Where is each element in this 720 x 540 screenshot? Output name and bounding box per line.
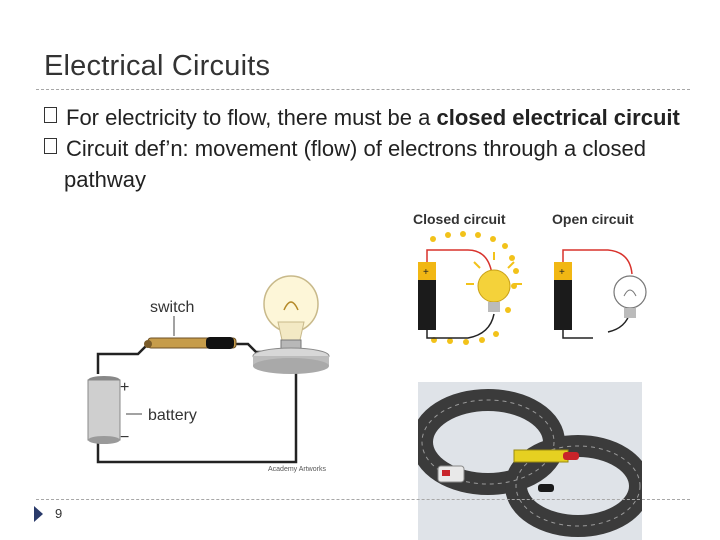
footer-divider bbox=[36, 499, 690, 500]
closed-battery-top bbox=[418, 262, 436, 280]
slide-title: Electrical Circuits bbox=[44, 50, 271, 82]
black-car bbox=[538, 484, 554, 492]
battery-label: battery bbox=[148, 407, 197, 424]
bullet-2: Circuit def’n: movement (flow) of electr… bbox=[44, 133, 684, 195]
bulb-neck bbox=[277, 321, 305, 341]
bullet-list: For electricity to flow, there must be a… bbox=[44, 102, 684, 195]
credit-text: Academy Artworks bbox=[268, 466, 326, 473]
bullet-marker-icon bbox=[44, 107, 57, 123]
open-bulb-glass bbox=[613, 275, 647, 309]
bullet-1-plain: For electricity to flow, there must be a bbox=[66, 105, 437, 130]
open-wire-bottom-broken bbox=[562, 330, 593, 339]
open-battery-plus: + bbox=[559, 267, 565, 278]
switch-label: switch bbox=[150, 299, 194, 316]
open-wire-top bbox=[562, 249, 633, 275]
track-lane-right bbox=[515, 445, 641, 527]
bullet-1-text: For electricity to flow, there must be a… bbox=[66, 105, 680, 130]
battery-bottom bbox=[88, 436, 120, 444]
controller-button bbox=[442, 470, 450, 476]
track-bridge bbox=[513, 449, 569, 463]
bullet-1: For electricity to flow, there must be a… bbox=[44, 102, 684, 133]
page-marker-icon bbox=[34, 506, 43, 522]
closed-battery-plus: + bbox=[423, 267, 429, 278]
race-track-photo bbox=[418, 382, 642, 540]
bullet-1-bold: closed electrical circuit bbox=[436, 105, 680, 130]
closed-circuit-label: Closed circuit bbox=[413, 211, 506, 227]
wire-left-top bbox=[96, 343, 149, 374]
red-car bbox=[563, 452, 579, 460]
electron-flow-arrows bbox=[430, 231, 519, 345]
open-circuit-label: Open circuit bbox=[552, 211, 634, 227]
title-divider bbox=[36, 89, 690, 90]
bulb-filament bbox=[283, 301, 299, 311]
closed-open-circuit-illustration: Closed circuit Open circuit + + bbox=[413, 211, 647, 345]
switch-handle bbox=[206, 337, 234, 349]
battery-minus: − bbox=[120, 429, 129, 446]
closed-wire-top bbox=[426, 249, 493, 275]
bullet-2-text: Circuit def’n: movement (flow) of electr… bbox=[64, 136, 646, 192]
open-battery-top bbox=[554, 262, 572, 280]
simple-circuit-illustration: switch + − battery Academy Artworks bbox=[87, 275, 330, 473]
closed-bulb-glass bbox=[477, 269, 511, 303]
battery-body bbox=[87, 379, 121, 441]
closed-bulb-base bbox=[488, 302, 500, 312]
track-lane-left bbox=[421, 399, 555, 485]
open-bulb-base bbox=[624, 308, 636, 318]
page-number: 9 bbox=[55, 506, 63, 521]
battery-plus: + bbox=[120, 379, 129, 396]
bulb-holder-base bbox=[253, 358, 329, 374]
controller bbox=[437, 465, 465, 483]
bulb-glow-rays bbox=[466, 252, 522, 285]
bullet-marker-icon bbox=[44, 138, 57, 154]
switch-pivot bbox=[144, 340, 152, 348]
open-bulb-filament bbox=[623, 289, 637, 297]
closed-wire-bottom bbox=[426, 313, 495, 339]
